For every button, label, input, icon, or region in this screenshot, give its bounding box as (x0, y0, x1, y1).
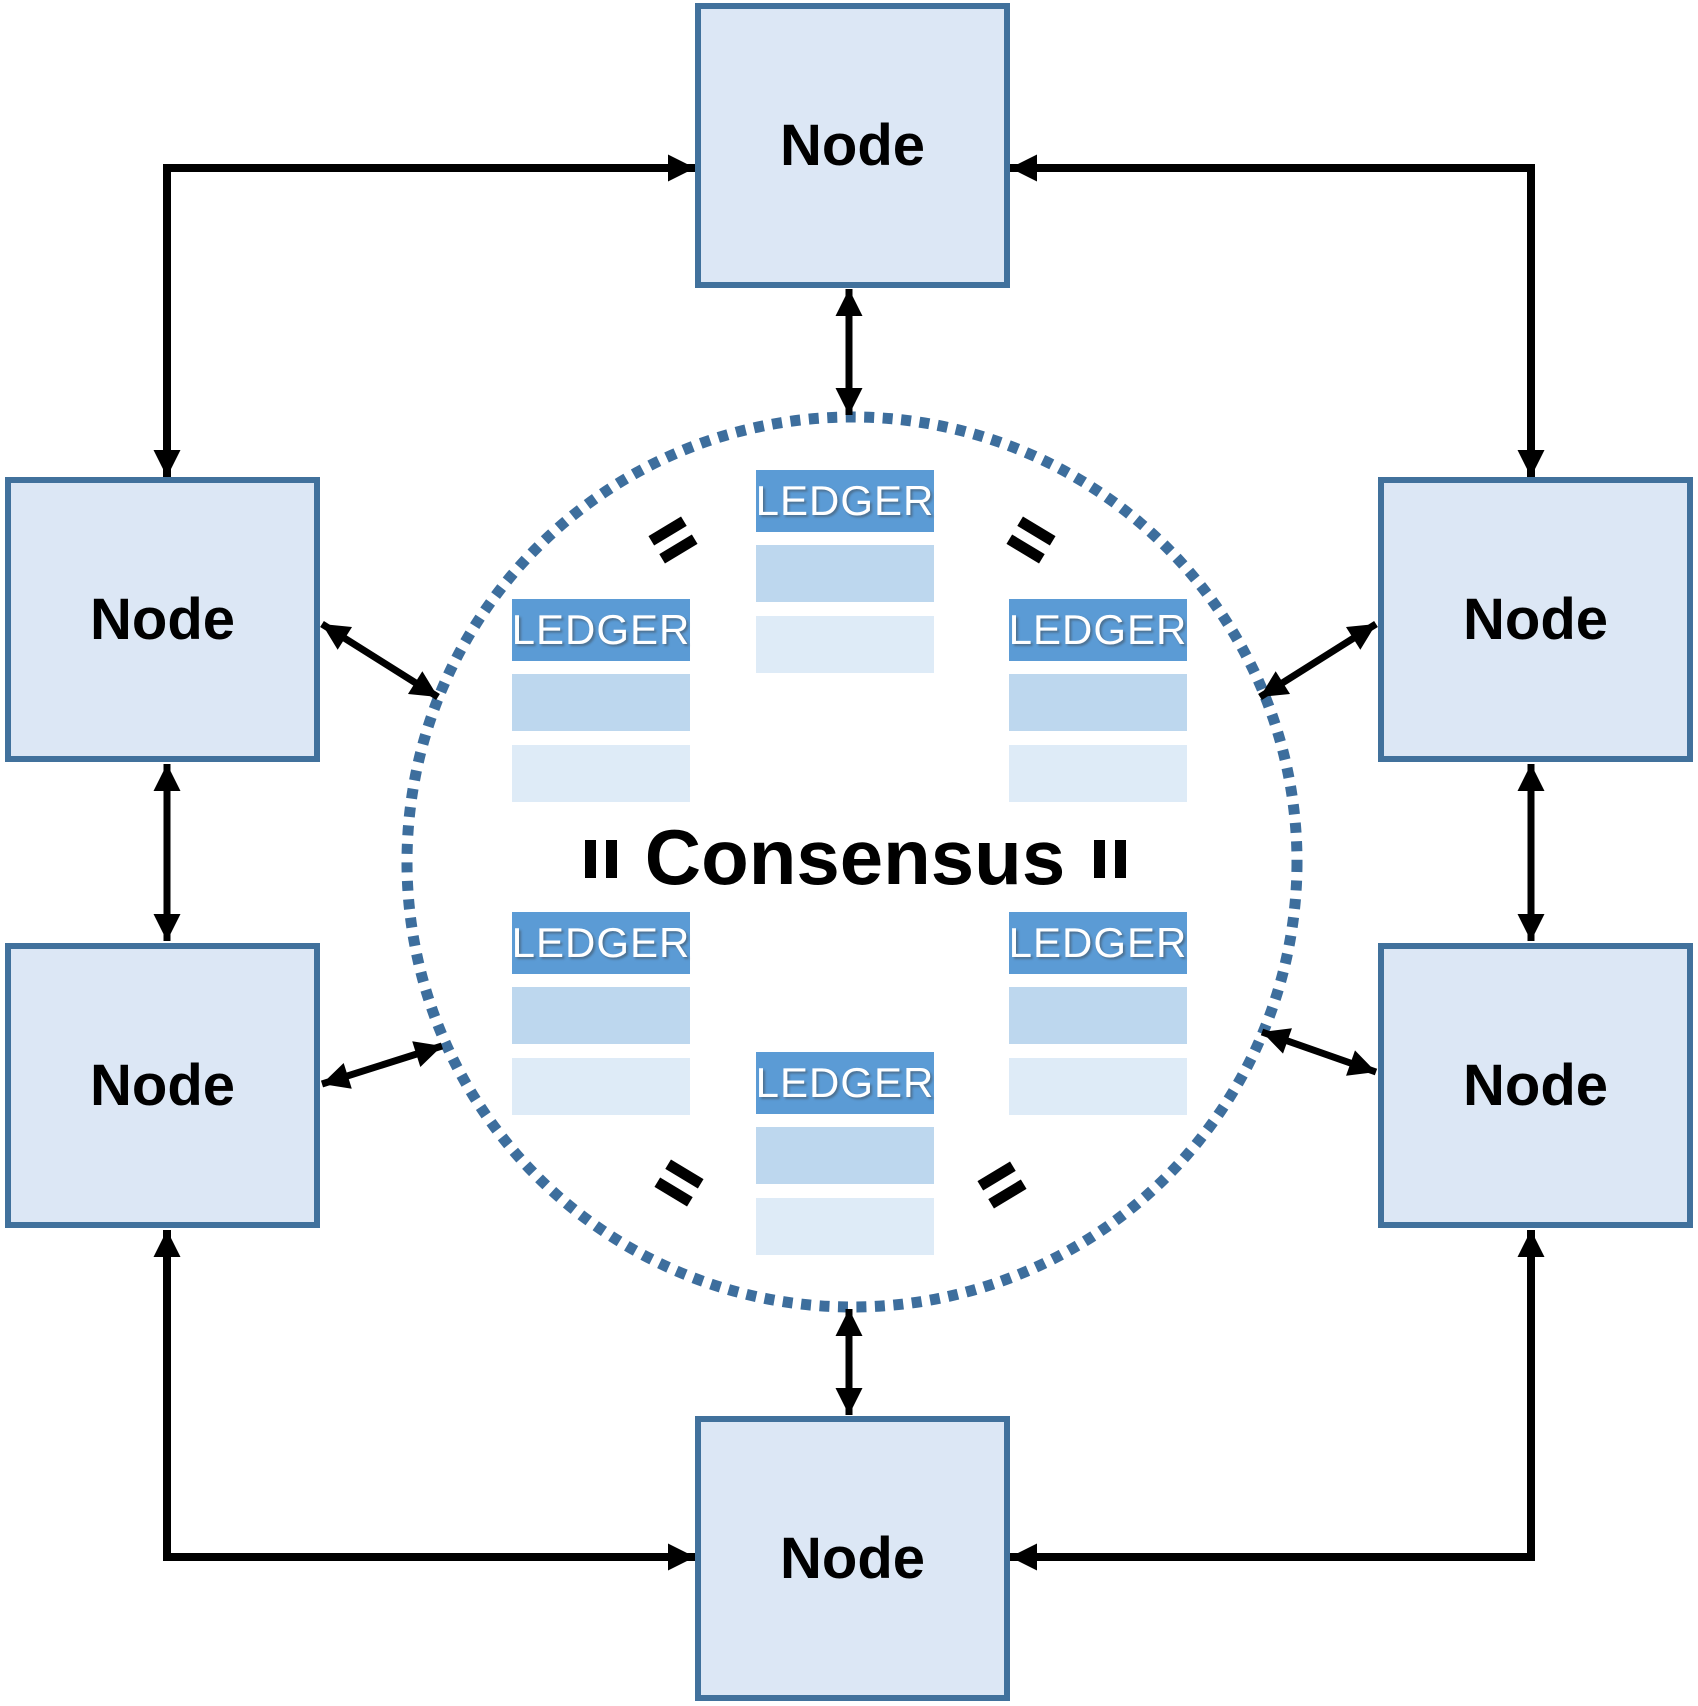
node-box-right-lower: Node (1378, 943, 1693, 1228)
ledger-row (512, 674, 690, 731)
ledger-row (1009, 745, 1187, 802)
arrow-right-lower-node-bottom-node (1010, 1230, 1545, 1571)
equals-bar (1115, 840, 1126, 878)
ledger-row (756, 1127, 934, 1184)
ledger-stack-upper-left: LEDGER (512, 599, 690, 802)
ledger-row (756, 1198, 934, 1255)
ledger-title: LEDGER (756, 1052, 934, 1114)
ledger-stack-lower-left: LEDGER (512, 912, 690, 1115)
ledger-title: LEDGER (1009, 912, 1187, 974)
node-box-left-lower: Node (5, 943, 320, 1228)
node-label: Node (780, 113, 925, 178)
equals-bar (1094, 840, 1105, 878)
arrow-left-upper-node-consensus-ring (320, 621, 440, 700)
arrow-left-lower-node-bottom-node (153, 1230, 695, 1571)
node-label: Node (780, 1526, 925, 1591)
node-label: Node (1463, 1053, 1608, 1118)
node-label: Node (90, 587, 235, 652)
node-box-bottom: Node (695, 1416, 1010, 1701)
arrow-right-lower-node-consensus-ring (1260, 1028, 1378, 1076)
ledger-row (512, 987, 690, 1044)
ledger-title: LEDGER (512, 599, 690, 661)
ledger-row (756, 616, 934, 673)
node-box-right-upper: Node (1378, 477, 1693, 762)
equals-bar (606, 840, 617, 878)
ledger-stack-lower-right: LEDGER (1009, 912, 1187, 1115)
ledger-row (1009, 987, 1187, 1044)
node-label: Node (1463, 587, 1608, 652)
consensus-title: Consensus (644, 813, 1066, 901)
consensus-ring-dotted-circle (401, 411, 1303, 1313)
ledger-title: LEDGER (512, 912, 690, 974)
ledger-row (756, 545, 934, 602)
equals-icon (1094, 840, 1126, 878)
node-box-top: Node (695, 3, 1010, 288)
arrow-top-node-left-upper-node (153, 154, 695, 477)
ledger-stack-top: LEDGER (756, 470, 934, 673)
ledger-title: LEDGER (1009, 599, 1187, 661)
ledger-row (1009, 1058, 1187, 1115)
node-label: Node (90, 1053, 235, 1118)
ledger-row (1009, 674, 1187, 731)
arrow-top-node-right-upper-node (1010, 154, 1545, 477)
ledger-title: LEDGER (756, 470, 934, 532)
equals-bar (585, 840, 596, 878)
ledger-row (512, 1058, 690, 1115)
ledger-stack-bottom: LEDGER (756, 1052, 934, 1255)
arrow-left-lower-node-consensus-ring (320, 1041, 444, 1089)
ledger-row (512, 745, 690, 802)
ledger-stack-upper-right: LEDGER (1009, 599, 1187, 802)
arrow-right-upper-node-consensus-ring (1258, 621, 1378, 700)
node-box-left-upper: Node (5, 477, 320, 762)
equals-icon (585, 840, 617, 878)
